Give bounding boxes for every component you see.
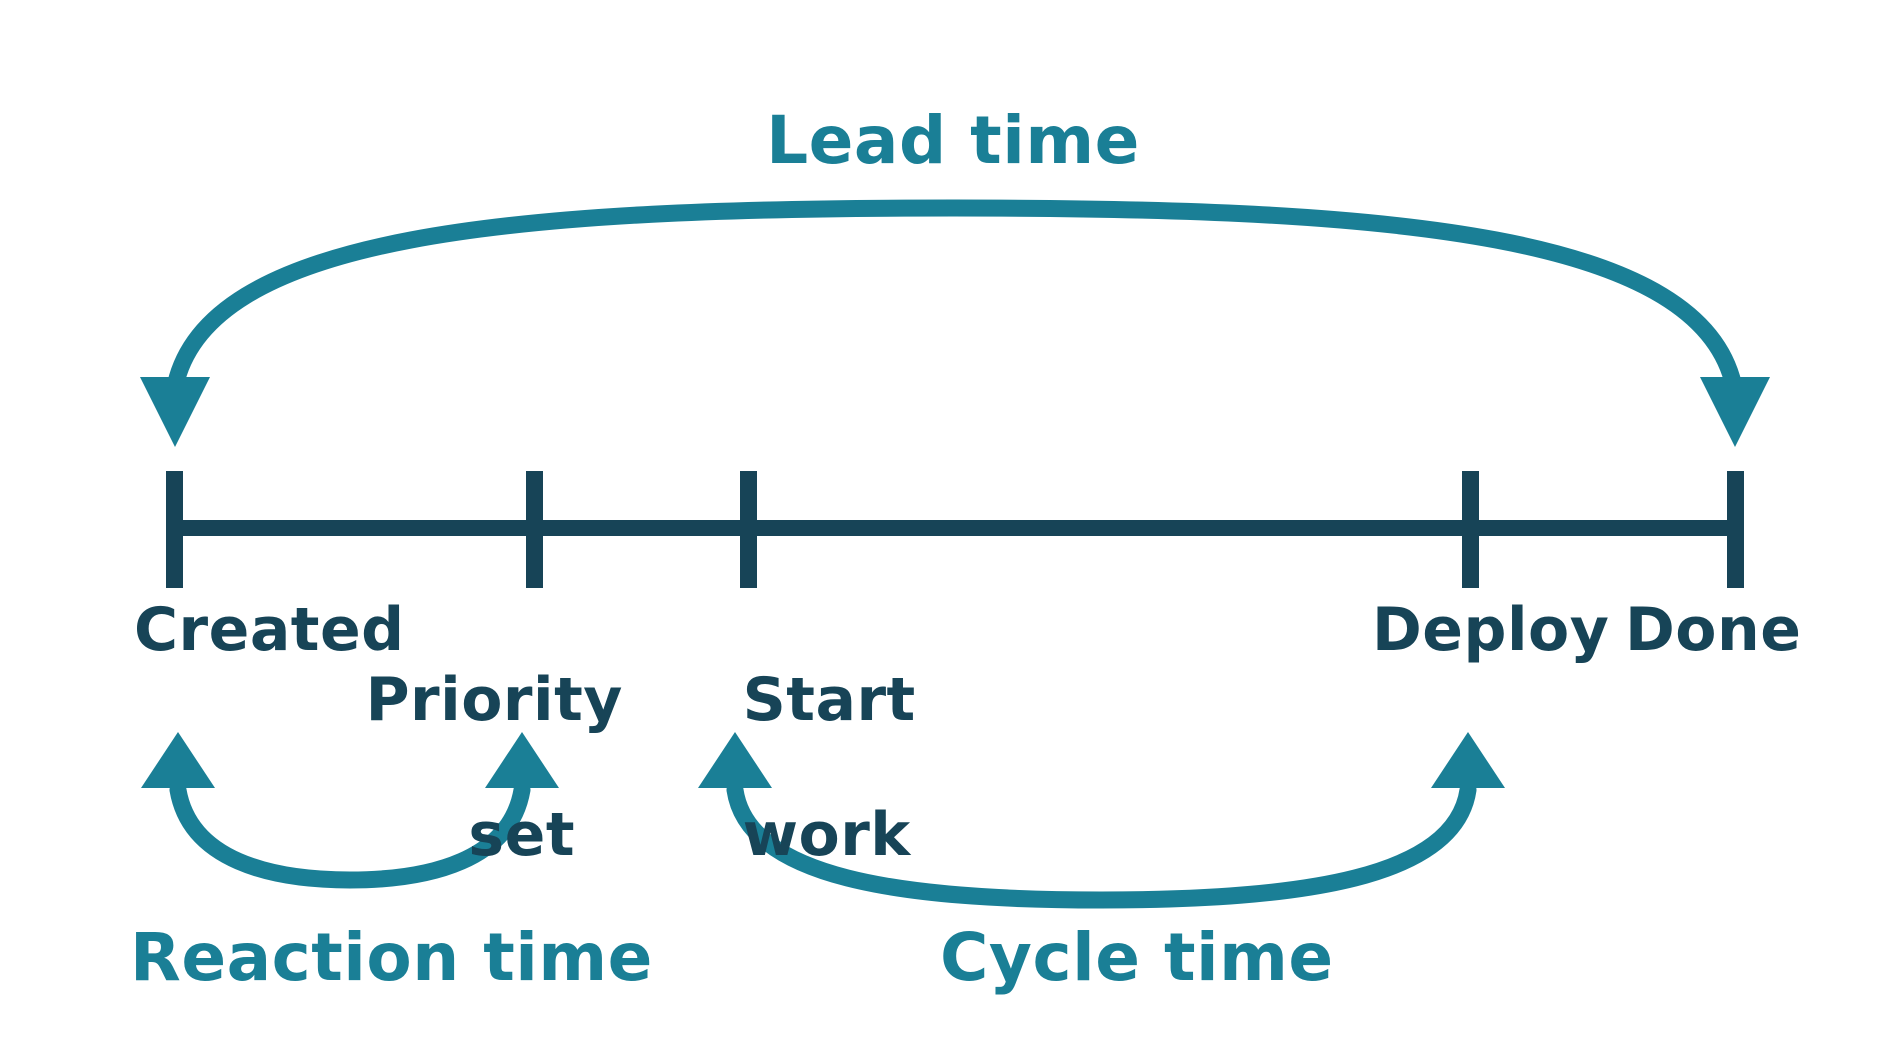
milestone-label-start-work-line1: Start — [742, 665, 916, 736]
tick-created — [166, 471, 183, 588]
tick-priority-set — [526, 471, 543, 588]
lead-time-arc — [165, 199, 1744, 401]
reaction-time-arc-group — [141, 732, 559, 889]
reaction-time-arrowhead-right — [485, 732, 559, 788]
tick-done — [1727, 471, 1744, 588]
cycle-time-arrowhead-right — [1431, 732, 1505, 788]
milestone-label-priority-set: Priority set — [280, 600, 623, 936]
reaction-time-arrowhead-left — [141, 732, 215, 788]
cycle-time-arrowhead-left — [698, 732, 772, 788]
tick-deploy — [1462, 471, 1479, 588]
milestone-label-start-work-line2: work — [742, 799, 911, 870]
milestone-label-priority-set-line2: set — [468, 799, 575, 870]
reaction-time-arc — [169, 781, 531, 889]
tick-start-work — [740, 471, 757, 588]
timeline-group — [166, 471, 1744, 588]
milestone-label-priority-set-line1: Priority — [365, 665, 623, 736]
lead-time-label: Lead time — [766, 102, 1140, 179]
milestone-label-start-work: Start work — [657, 600, 957, 936]
lead-time-arrowhead-left — [140, 377, 210, 447]
timeline-axis-line — [174, 520, 1735, 536]
cycle-time-label: Cycle time — [940, 919, 1334, 996]
lead-time-arrowhead-right — [1700, 377, 1770, 447]
reaction-time-label: Reaction time — [130, 919, 653, 996]
lead-time-arc-group — [140, 199, 1770, 447]
milestone-label-done: Done — [1625, 595, 1802, 665]
milestone-label-deploy: Deploy — [1372, 595, 1610, 665]
cycle-time-arc-group — [698, 732, 1505, 909]
milestone-label-created: Created — [134, 595, 405, 665]
cycle-time-arc — [726, 781, 1477, 909]
